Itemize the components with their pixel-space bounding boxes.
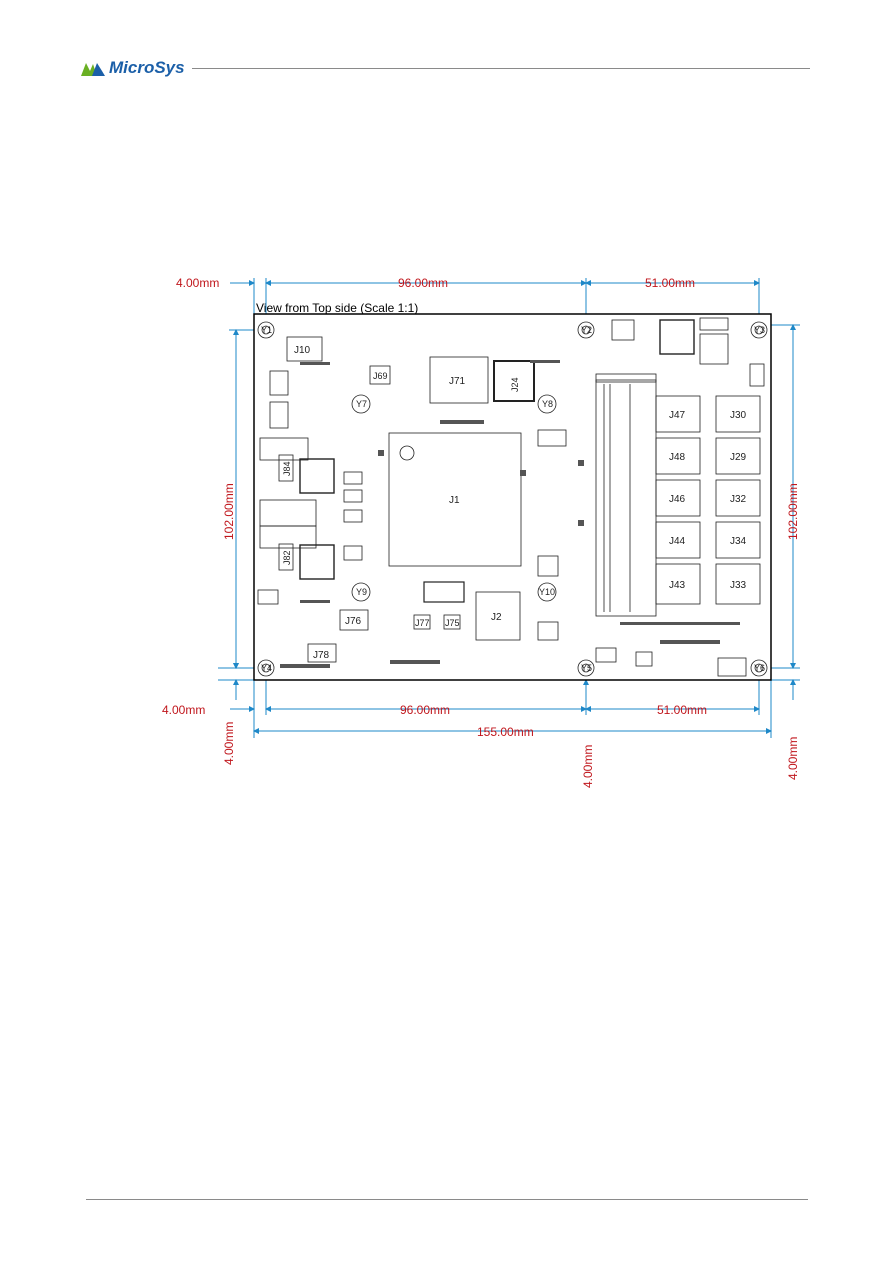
component-j75: [443, 614, 461, 630]
hole-y7: [351, 394, 371, 414]
label-j34: J34: [730, 536, 747, 547]
hole-y10: [537, 582, 557, 602]
mounting-hole-y3: [750, 321, 768, 339]
label-j24: J24: [510, 377, 520, 392]
dim-right-height: 102.00mm: [786, 483, 800, 540]
label-j10: J10: [294, 345, 311, 356]
dim-left-height: 102.00mm: [222, 483, 236, 540]
component-j2: [475, 591, 521, 641]
dim-top-mid-span: 96.00mm: [398, 276, 448, 290]
mounting-hole-y2: [577, 321, 595, 339]
inductor-top: [299, 458, 335, 494]
dim-right-vertical-offset: 4.00mm: [786, 737, 800, 780]
component-j1: [388, 432, 522, 567]
label-j78: J78: [313, 650, 330, 661]
dim-top-left-offset: 4.00mm: [176, 276, 219, 290]
smd-pads: [280, 360, 740, 668]
label-j33: J33: [730, 580, 747, 591]
dim-total-width: 155.00mm: [477, 725, 534, 739]
inductor-right: [659, 319, 695, 355]
component-j43: [655, 563, 701, 605]
component-j48: [655, 437, 701, 475]
label-y7: Y7: [356, 399, 367, 409]
component-j46: [655, 479, 701, 517]
label-y10: Y10: [539, 587, 555, 597]
component-j34: [715, 521, 761, 559]
label-j32: J32: [730, 494, 747, 505]
header-rule: [192, 68, 810, 69]
hole-y8: [537, 394, 557, 414]
label-j75: J75: [445, 618, 460, 628]
footer-rule: [86, 1199, 808, 1200]
label-j71: J71: [449, 376, 466, 387]
label-j69: J69: [373, 371, 388, 381]
dim-mid-vertical-offset: 4.00mm: [581, 745, 595, 788]
label-j29: J29: [730, 452, 747, 463]
component-j24: [493, 360, 535, 402]
label-j82: J82: [282, 550, 292, 565]
component-j76: [339, 609, 369, 631]
dim-bottom-mid-span: 96.00mm: [400, 703, 450, 717]
mounting-hole-y4: [257, 659, 275, 677]
label-j47: J47: [669, 410, 686, 421]
label-y1: Y1: [261, 325, 272, 335]
label-j43: J43: [669, 580, 686, 591]
label-j48: J48: [669, 452, 686, 463]
label-j2: J2: [491, 612, 502, 623]
component-j47: [655, 395, 701, 433]
component-j71: [429, 356, 489, 404]
component-j69: [369, 365, 391, 385]
label-j30: J30: [730, 410, 747, 421]
dim-bottom-left-offset: 4.00mm: [162, 703, 205, 717]
label-j46: J46: [669, 494, 686, 505]
hole-y9: [351, 582, 371, 602]
component-j78: [307, 643, 337, 663]
label-y5: Y5: [581, 663, 592, 673]
component-j84: [278, 454, 294, 482]
label-y2: Y2: [581, 325, 592, 335]
inductor-bottom: [299, 544, 335, 580]
dim-top-right-span: 51.00mm: [645, 276, 695, 290]
label-y9: Y9: [356, 587, 367, 597]
mounting-hole-y6: [750, 659, 768, 677]
mounting-hole-y1: [257, 321, 275, 339]
figure-caption: View from Top side (Scale 1:1): [256, 301, 419, 315]
brand-name: MicroSys: [109, 58, 185, 77]
dim-left-vertical-offset: 4.00mm: [222, 722, 236, 765]
label-y4: Y4: [261, 663, 272, 673]
component-j30: [715, 395, 761, 433]
component-j44: [655, 521, 701, 559]
mounting-hole-y5: [577, 659, 595, 677]
label-y3: Y3: [754, 325, 765, 335]
component-j10: [286, 336, 323, 362]
component-j33: [715, 563, 761, 605]
label-j77: J77: [415, 618, 430, 628]
component-j29: [715, 437, 761, 475]
label-y6: Y6: [754, 663, 765, 673]
header: MicroSys: [80, 56, 810, 82]
component-j82: [278, 543, 294, 571]
component-j77: [413, 614, 431, 630]
label-j44: J44: [669, 536, 686, 547]
label-y8: Y8: [542, 399, 553, 409]
dim-bottom-right-span: 51.00mm: [657, 703, 707, 717]
label-j76: J76: [345, 616, 362, 627]
label-j84: J84: [282, 461, 292, 476]
board-outline: [253, 313, 772, 681]
label-j1: J1: [449, 495, 460, 506]
microsys-logo-icon: [81, 63, 105, 76]
component-j32: [715, 479, 761, 517]
